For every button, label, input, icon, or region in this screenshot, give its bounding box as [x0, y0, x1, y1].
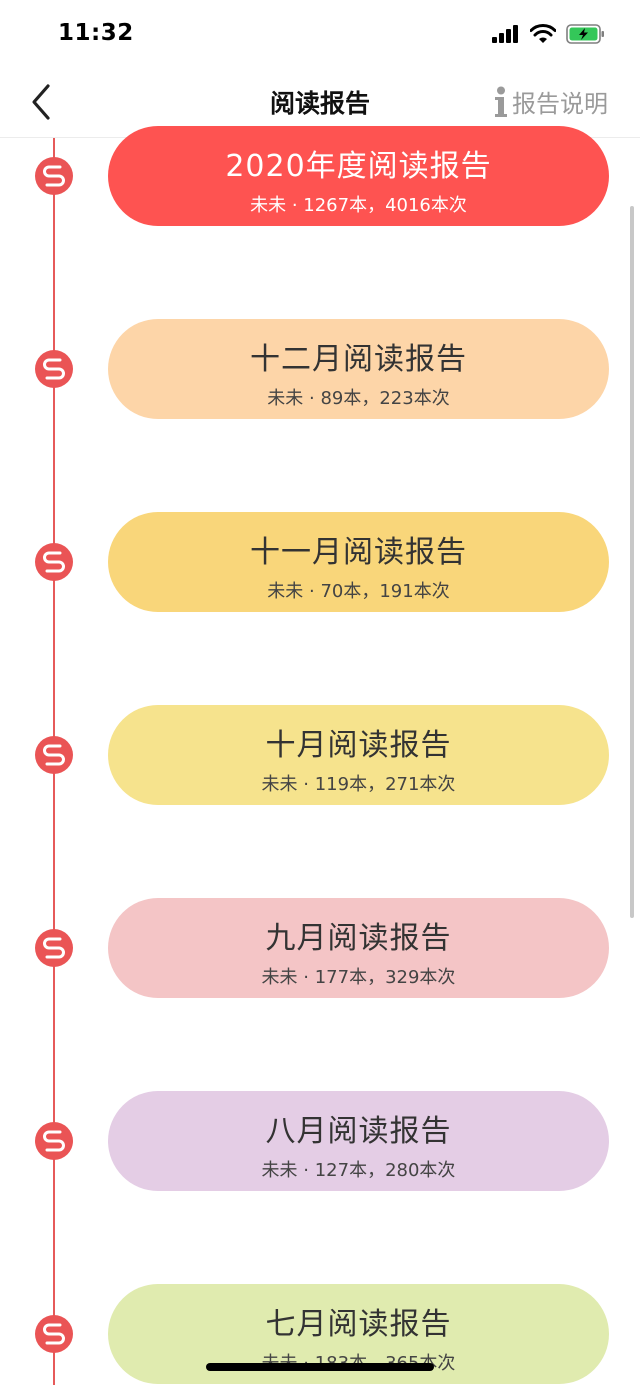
report-help-button[interactable]: 报告说明 [492, 84, 608, 119]
signal-icon [492, 25, 518, 43]
scrollbar[interactable] [630, 206, 634, 918]
report-title: 八月阅读报告 [265, 1114, 452, 1149]
report-row: 十月阅读报告 未未 · 119本，271本次 [0, 705, 640, 805]
report-title: 2020年度阅读报告 [225, 149, 492, 184]
snake-badge-icon [34, 542, 74, 582]
report-row: 八月阅读报告 未未 · 127本，280本次 [0, 1091, 640, 1191]
snake-badge-icon [34, 1314, 74, 1354]
report-stats: 未未 · 89本，223本次 [267, 388, 450, 409]
report-card-august[interactable]: 八月阅读报告 未未 · 127本，280本次 [108, 1091, 609, 1191]
status-time: 11:32 [58, 20, 134, 46]
chevron-left-icon [32, 84, 50, 120]
report-title: 十二月阅读报告 [250, 342, 467, 377]
wifi-icon [530, 24, 556, 43]
report-row: 九月阅读报告 未未 · 177本，329本次 [0, 898, 640, 998]
battery-charging-icon [566, 24, 604, 44]
report-card-october[interactable]: 十月阅读报告 未未 · 119本，271本次 [108, 705, 609, 805]
report-help-label: 报告说明 [512, 90, 608, 118]
snake-badge-icon [34, 349, 74, 389]
home-indicator [206, 1363, 434, 1371]
report-stats: 未未 · 70本，191本次 [267, 581, 450, 602]
back-button[interactable] [22, 82, 62, 124]
snake-badge-icon [34, 928, 74, 968]
report-title: 十月阅读报告 [265, 728, 452, 763]
report-row: 十二月阅读报告 未未 · 89本，223本次 [0, 319, 640, 419]
report-card-november[interactable]: 十一月阅读报告 未未 · 70本，191本次 [108, 512, 609, 612]
status-bar: 11:32 [0, 0, 640, 68]
report-card-september[interactable]: 九月阅读报告 未未 · 177本，329本次 [108, 898, 609, 998]
report-stats: 未未 · 183本，365本次 [108, 1349, 609, 1375]
report-row: 十一月阅读报告 未未 · 70本，191本次 [0, 512, 640, 612]
report-card-annual[interactable]: 2020年度阅读报告 未未 · 1267本，4016本次 [108, 126, 609, 226]
report-stats: 未未 · 177本，329本次 [261, 967, 456, 988]
status-icons [492, 24, 606, 44]
report-row: 2020年度阅读报告 未未 · 1267本，4016本次 [0, 126, 640, 226]
snake-badge-icon [34, 735, 74, 775]
report-card-december[interactable]: 十二月阅读报告 未未 · 89本，223本次 [108, 319, 609, 419]
snake-badge-icon [34, 156, 74, 196]
report-title: 七月阅读报告 [265, 1307, 452, 1342]
snake-badge-icon [34, 1121, 74, 1161]
report-title: 十一月阅读报告 [250, 535, 467, 570]
report-title: 九月阅读报告 [265, 921, 452, 956]
info-icon [495, 86, 507, 117]
page-title: 阅读报告 [269, 89, 370, 118]
report-stats: 未未 · 119本，271本次 [261, 774, 456, 795]
report-stats: 未未 · 1267本，4016本次 [250, 195, 467, 216]
report-stats: 未未 · 127本，280本次 [261, 1160, 456, 1181]
